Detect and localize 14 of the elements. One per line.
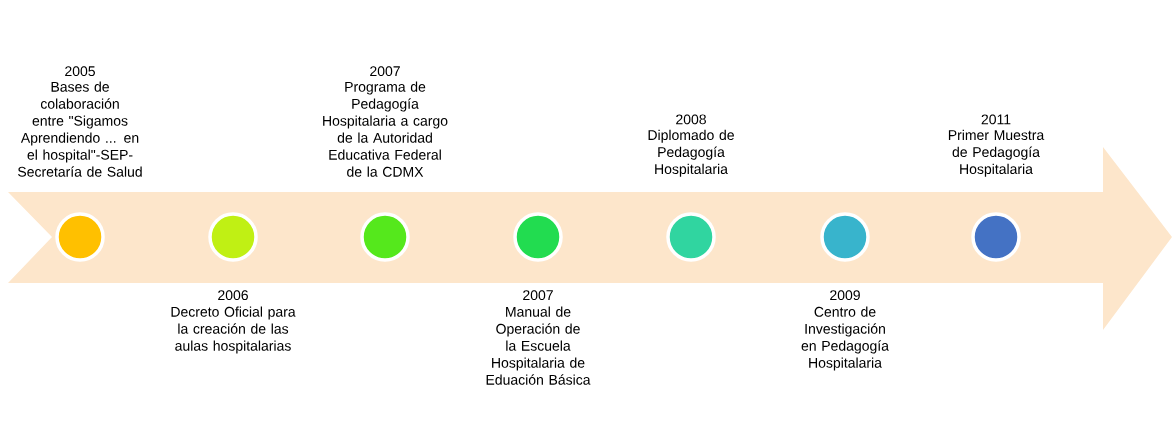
event-description: Centro de Investigación en Pedagogía Hospitalaria bbox=[801, 306, 889, 371]
year-label: 2007 bbox=[370, 66, 400, 77]
year-label: 2007 bbox=[523, 290, 553, 301]
event-description: Bases de colaboración entre "Sigamos Aprendiendo ... en el hospital"-SEP-Secretaría de Salud bbox=[18, 81, 142, 177]
year-label: 2006 bbox=[218, 290, 248, 301]
year-label: 2005 bbox=[65, 66, 95, 77]
event-description: Decreto Oficial para la creación de las aulas hospitalarias bbox=[171, 306, 296, 354]
event-description: Programa de Pedagogía Hospitalaria a cargo de la Autoridad Educativa Federal de la CDMX bbox=[323, 81, 448, 177]
event-description: Manual de Operación de la Escuela Hospitalaria de Eduación Básica bbox=[486, 306, 591, 385]
event-description: Primer Muestra de Pedagogía Hospitalaria bbox=[948, 129, 1045, 177]
year-label: 2008 bbox=[676, 114, 706, 125]
event-description: Diplomado de Pedagogía Hospitalaria bbox=[648, 129, 734, 177]
year-label: 2011 bbox=[981, 114, 1011, 125]
year-label: 2009 bbox=[830, 290, 860, 301]
